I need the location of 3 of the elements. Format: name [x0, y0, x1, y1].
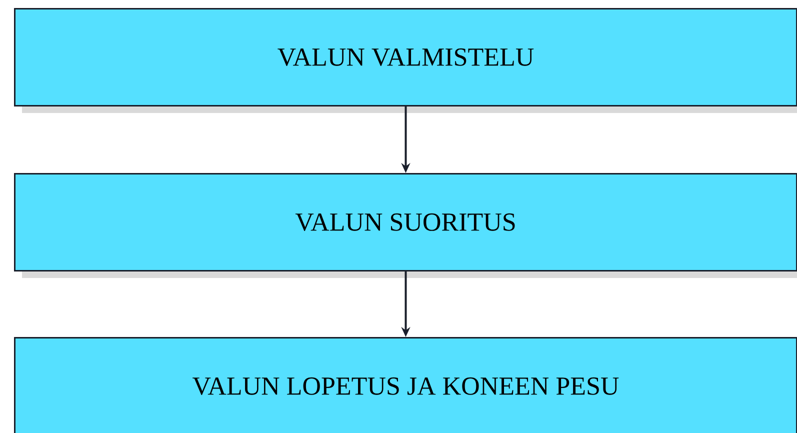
process-box: VALUN VALMISTELU — [14, 8, 797, 113]
process-box: VALUN SUORITUS — [14, 173, 797, 278]
process-box: VALUN LOPETUS JA KONEEN PESU — [14, 336, 797, 433]
